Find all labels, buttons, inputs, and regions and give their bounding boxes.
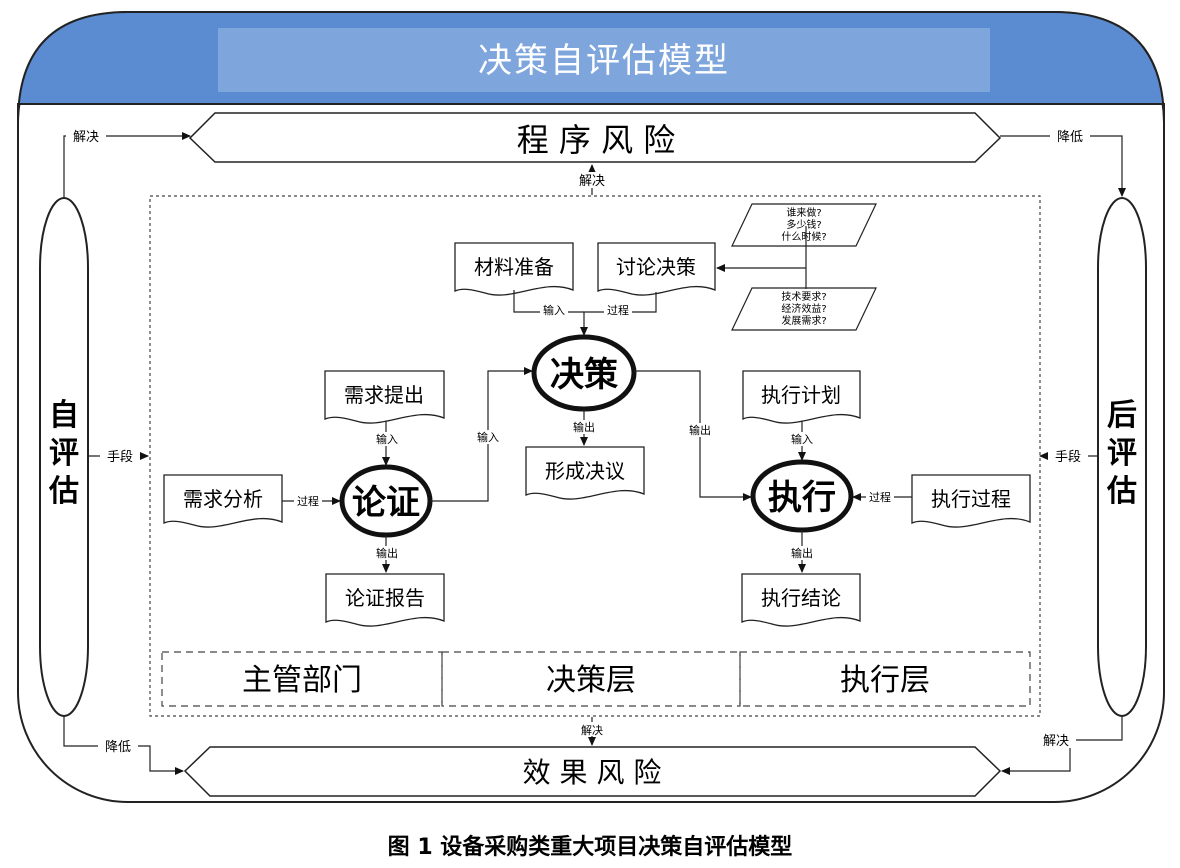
- post-assessment-char-1: 后: [1107, 398, 1137, 433]
- bottom-right-solve-label: 解决: [1043, 734, 1069, 749]
- figure-caption: 图 1 设备采购类重大项目决策自评估模型: [388, 834, 793, 860]
- dept-cell-3: [739, 651, 1031, 707]
- top-left-solve-label: 解决: [73, 130, 99, 145]
- left-to-program-risk-line: [63, 132, 191, 198]
- doc-demand-analysis-label: 需求分析: [183, 487, 263, 511]
- top-center-solve-label: 解决: [579, 174, 605, 189]
- question-who: 谁来做?: [786, 206, 821, 219]
- node-execute-label: 执行: [768, 478, 836, 518]
- label-process-exec: 过程: [869, 491, 891, 504]
- node-decide-label: 决策: [550, 355, 618, 395]
- label-process-discuss: 过程: [607, 304, 629, 317]
- doc-exec-result-label: 执行结论: [761, 586, 841, 610]
- label-input-decide: 输入: [477, 430, 499, 444]
- doc-exec-plan-label: 执行计划: [761, 383, 841, 407]
- question-tech: 技术要求?: [781, 290, 826, 303]
- doc-resolution: [525, 446, 645, 500]
- doc-exec-process-label: 执行过程: [931, 487, 1011, 511]
- question-benefit: 经济效益?: [781, 302, 826, 315]
- doc-resolution-label: 形成决议: [545, 459, 625, 483]
- doc-argue-report: [325, 573, 445, 627]
- doc-exec-result: [741, 573, 861, 627]
- doc-demand-raise-label: 需求提出: [344, 383, 424, 407]
- process-area: [149, 195, 1041, 717]
- label-process-analysis: 过程: [297, 495, 319, 508]
- left-to-effect-risk-line: [63, 716, 184, 775]
- label-output-report: 输出: [376, 546, 398, 560]
- post-assessment-char-3: 估: [1106, 474, 1137, 509]
- top-right-reduce-label: 降低: [1057, 130, 1083, 145]
- title-band: [218, 28, 990, 92]
- bottom-center-solve-label: 解决: [581, 723, 603, 737]
- question-cost: 多少钱?: [786, 218, 821, 231]
- post-assessment-char-2: 评: [1107, 436, 1137, 471]
- program-risk-to-right-line: [1000, 135, 1126, 197]
- dept-competent: 主管部门: [242, 663, 362, 698]
- node-argue-label: 论证: [352, 483, 420, 523]
- label-input-demand: 输入: [376, 432, 398, 446]
- effect-risk-banner: [183, 746, 1002, 797]
- left-means-label: 手段: [107, 450, 133, 465]
- label-output-to-exec: 输出: [689, 423, 711, 437]
- doc-discuss-decide-label: 讨论决策: [616, 255, 696, 279]
- doc-argue-report-label: 论证报告: [345, 586, 425, 610]
- right-means-label: 手段: [1055, 450, 1081, 465]
- doc-demand-analysis: [163, 474, 283, 528]
- doc-discuss-decide: [597, 242, 716, 296]
- question-when: 什么时候?: [781, 230, 826, 243]
- program-risk-label: 程 序 风 险: [517, 121, 676, 159]
- dept-execution-layer: 执行层: [840, 663, 930, 698]
- self-assessment-char-2: 评: [49, 436, 79, 471]
- doc-material-prep: [454, 242, 574, 296]
- doc-exec-plan: [742, 370, 861, 424]
- question-box-who: [731, 203, 877, 247]
- label-output-resolution: 输出: [573, 420, 595, 434]
- label-output-result: 输出: [791, 546, 813, 560]
- effect-risk-label: 效 果 风 险: [523, 756, 662, 789]
- dept-decision-layer: 决策层: [546, 663, 636, 698]
- self-assessment-char-3: 估: [48, 474, 79, 509]
- bottom-left-reduce-label: 降低: [105, 740, 131, 755]
- label-input-material: 输入: [543, 303, 565, 317]
- doc-demand-raise: [324, 370, 445, 424]
- question-box-tech: [731, 287, 877, 331]
- self-assessment-char-1: 自: [49, 398, 79, 433]
- diagram-title: 决策自评估模型: [478, 41, 730, 81]
- doc-exec-process: [911, 474, 1031, 528]
- doc-material-prep-label: 材料准备: [474, 255, 554, 279]
- label-input-plan: 输入: [791, 432, 813, 446]
- question-demand: 发展需求?: [781, 314, 826, 327]
